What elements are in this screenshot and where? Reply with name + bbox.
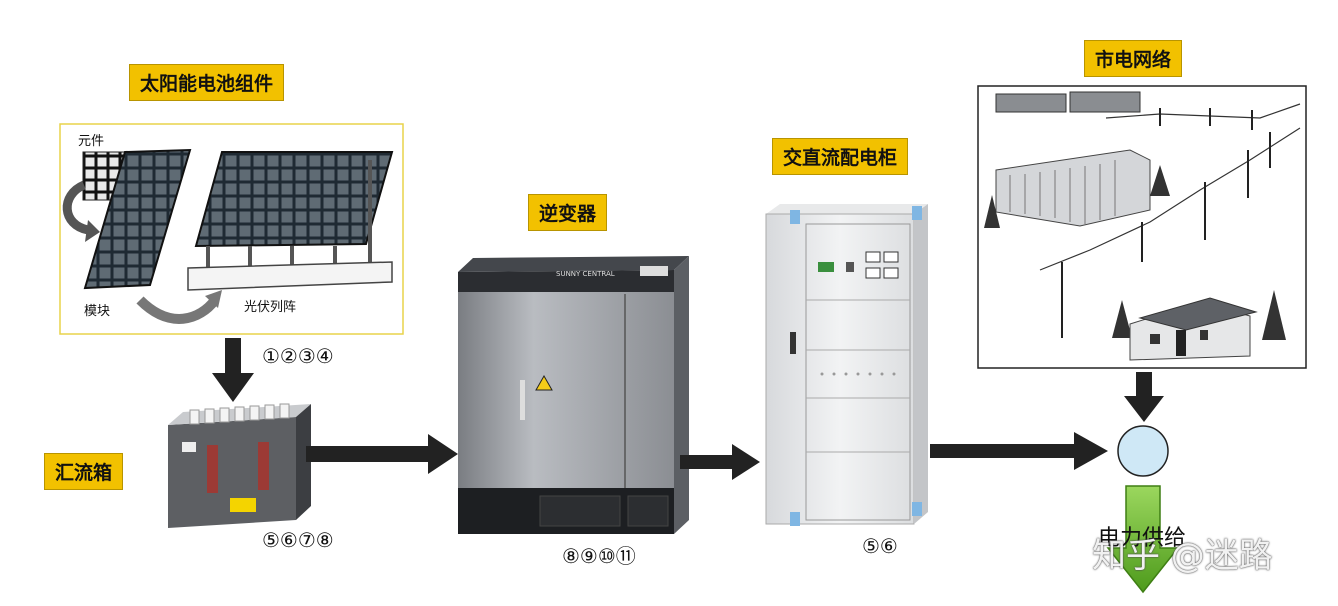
label-grid-network: 市电网络 xyxy=(1084,40,1183,77)
label-module: 模块 xyxy=(84,304,111,319)
arrow-grid-to-node xyxy=(1124,372,1164,422)
numbers-solar: ①②③④ xyxy=(262,344,334,368)
numbers-combiner: ⑤⑥⑦⑧ xyxy=(262,528,334,552)
label-power-supply: 电力供给 xyxy=(1098,526,1187,551)
label-combiner-box: 汇流箱 xyxy=(44,453,124,490)
power-supply-arrow xyxy=(1106,485,1180,594)
label-ac-dc-cabinet: 交直流配电柜 xyxy=(772,138,909,175)
numbers-inverter: ⑧⑨⑩⑪ xyxy=(562,544,636,568)
label-cell: 元件 xyxy=(78,134,105,149)
combiner-box-illustration xyxy=(168,403,311,528)
ac-dc-cabinet-illustration xyxy=(765,204,928,526)
solar-module-panel xyxy=(59,123,404,335)
arrow-cabinet-to-node xyxy=(930,432,1108,470)
label-pv-array: 光伏列阵 xyxy=(244,300,297,315)
inverter-illustration xyxy=(458,256,689,534)
watermark: 知乎 @迷路 xyxy=(1092,536,1273,576)
arrow-combiner-to-inverter xyxy=(306,434,458,474)
label-inverter: 逆变器 xyxy=(528,194,608,231)
grid-network-panel xyxy=(977,85,1307,369)
arrow-solar-to-combiner xyxy=(212,338,254,402)
inverter-brand-text: SUNNY CENTRAL xyxy=(556,270,615,278)
label-solar-module: 太阳能电池组件 xyxy=(129,64,285,101)
junction-node xyxy=(1117,425,1169,477)
arrow-inverter-to-cabinet xyxy=(680,444,760,480)
numbers-cabinet: ⑤⑥ xyxy=(862,534,898,558)
